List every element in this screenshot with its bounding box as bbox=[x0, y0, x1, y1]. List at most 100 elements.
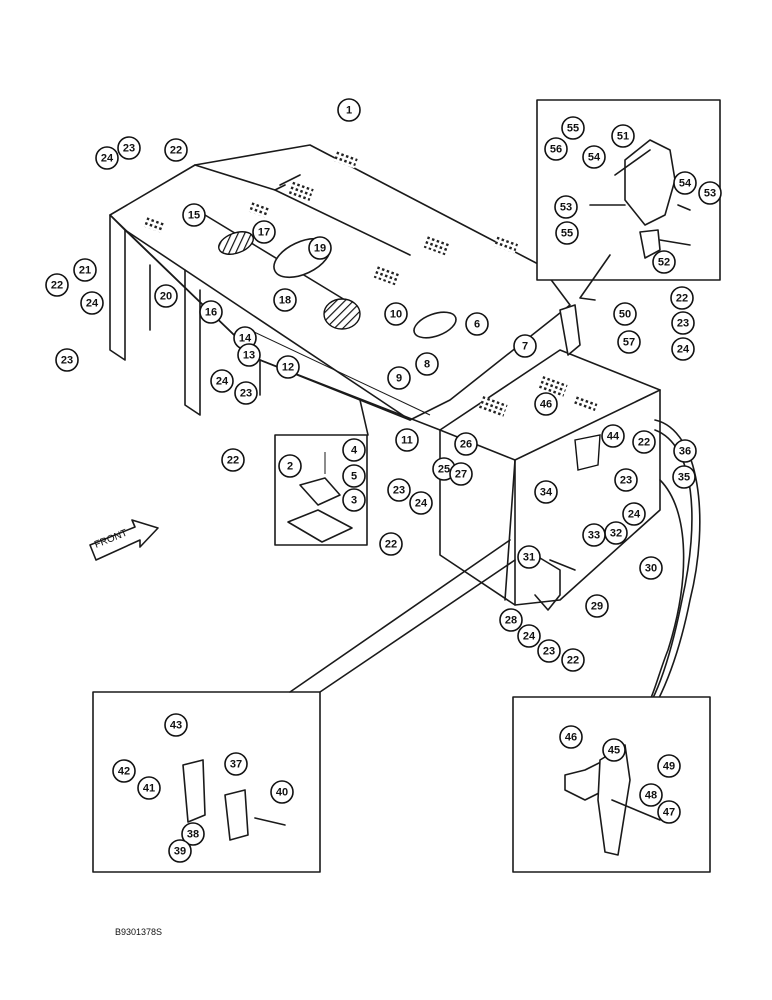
callout-circle bbox=[342, 464, 366, 488]
callout-number: 11 bbox=[401, 435, 413, 447]
callout-54: 54 bbox=[673, 171, 697, 195]
callout-26: 26 bbox=[454, 432, 478, 456]
callout-52: 52 bbox=[652, 250, 676, 274]
callout-circle bbox=[168, 839, 192, 863]
callout-number: 5 bbox=[351, 471, 357, 483]
callout-number: 10 bbox=[390, 309, 402, 321]
callout-circle bbox=[237, 343, 261, 367]
callout-circle bbox=[537, 639, 561, 663]
detail-box-bracket bbox=[92, 539, 516, 873]
callout-circle bbox=[234, 381, 258, 405]
callout-circle bbox=[454, 432, 478, 456]
callout-circle bbox=[465, 312, 489, 336]
callout-circle bbox=[611, 124, 635, 148]
callout-circle bbox=[670, 286, 694, 310]
callout-circle bbox=[517, 545, 541, 569]
callout-number: 22 bbox=[638, 437, 650, 449]
callout-20: 20 bbox=[154, 284, 178, 308]
callout-number: 6 bbox=[474, 319, 480, 331]
callout-number: 53 bbox=[560, 202, 572, 214]
callout-number: 30 bbox=[645, 563, 657, 575]
callout-number: 13 bbox=[243, 350, 255, 362]
callout-number: 15 bbox=[188, 210, 200, 222]
callout-circle bbox=[276, 355, 300, 379]
callout-number: 22 bbox=[567, 655, 579, 667]
callout-48: 48 bbox=[639, 783, 663, 807]
callout-circle bbox=[561, 116, 585, 140]
callout-circle bbox=[671, 337, 695, 361]
callout-number: 53 bbox=[704, 188, 716, 200]
callout-number: 27 bbox=[455, 469, 467, 481]
callout-circle bbox=[73, 258, 97, 282]
figure-code: B9301378S bbox=[115, 927, 162, 937]
callout-number: 55 bbox=[567, 123, 579, 135]
callout-number: 33 bbox=[588, 530, 600, 542]
callout-11: 11 bbox=[395, 428, 419, 452]
callout-circle bbox=[582, 145, 606, 169]
callout-57: 57 bbox=[617, 330, 641, 354]
callout-number: 36 bbox=[679, 446, 691, 458]
callout-circle bbox=[384, 302, 408, 326]
callout-number: 55 bbox=[561, 228, 573, 240]
callout-24: 24 bbox=[622, 502, 646, 526]
callout-22: 22 bbox=[561, 648, 585, 672]
callout-circle bbox=[273, 288, 297, 312]
callout-number: 46 bbox=[565, 732, 577, 744]
callout-circle bbox=[224, 752, 248, 776]
callout-circle bbox=[199, 300, 223, 324]
callout-circle bbox=[657, 754, 681, 778]
callout-number: 24 bbox=[523, 631, 536, 643]
callout-number: 54 bbox=[588, 152, 601, 164]
callout-number: 12 bbox=[282, 362, 294, 374]
callout-23: 23 bbox=[55, 348, 79, 372]
callout-circle bbox=[622, 502, 646, 526]
callout-1: 1 bbox=[337, 98, 361, 122]
callout-number: 29 bbox=[591, 601, 603, 613]
callout-number: 24 bbox=[415, 498, 428, 510]
callout-circle bbox=[270, 780, 294, 804]
detail-box-cable-bracket bbox=[512, 696, 711, 873]
callout-circle bbox=[112, 759, 136, 783]
callout-number: 22 bbox=[227, 455, 239, 467]
callout-number: 22 bbox=[385, 539, 397, 551]
callout-number: 24 bbox=[628, 509, 641, 521]
front-direction-arrow: FRONT bbox=[89, 519, 159, 561]
callout-46: 46 bbox=[534, 392, 558, 416]
callout-23: 23 bbox=[234, 381, 258, 405]
callout-circle bbox=[387, 366, 411, 390]
callout-44: 44 bbox=[601, 424, 625, 448]
callout-number: 19 bbox=[314, 243, 326, 255]
callout-5: 5 bbox=[342, 464, 366, 488]
hood-assembly bbox=[109, 144, 659, 482]
callout-circle bbox=[387, 478, 411, 502]
callout-number: 24 bbox=[216, 376, 229, 388]
callout-circle bbox=[657, 800, 681, 824]
callout-22: 22 bbox=[670, 286, 694, 310]
callout-number: 23 bbox=[620, 475, 632, 487]
callout-circle bbox=[534, 392, 558, 416]
callout-circle bbox=[582, 523, 606, 547]
callout-number: 23 bbox=[123, 143, 135, 155]
callout-circle bbox=[181, 822, 205, 846]
right-side-box bbox=[439, 304, 701, 701]
callout-number: 54 bbox=[679, 178, 692, 190]
callout-number: 7 bbox=[522, 341, 528, 353]
callout-53: 53 bbox=[554, 195, 578, 219]
callout-31: 31 bbox=[517, 545, 541, 569]
callout-circle bbox=[534, 480, 558, 504]
callout-circle bbox=[639, 556, 663, 580]
callout-4: 4 bbox=[342, 438, 366, 462]
callout-number: 46 bbox=[540, 399, 552, 411]
callout-number: 40 bbox=[276, 787, 288, 799]
callout-circle bbox=[632, 430, 656, 454]
callout-55: 55 bbox=[561, 116, 585, 140]
callout-46: 46 bbox=[559, 725, 583, 749]
callout-32: 32 bbox=[604, 521, 628, 545]
callout-number: 18 bbox=[279, 295, 291, 307]
callout-circle bbox=[342, 438, 366, 462]
callout-22: 22 bbox=[632, 430, 656, 454]
callout-number: 38 bbox=[187, 829, 199, 841]
callout-circle bbox=[45, 273, 69, 297]
